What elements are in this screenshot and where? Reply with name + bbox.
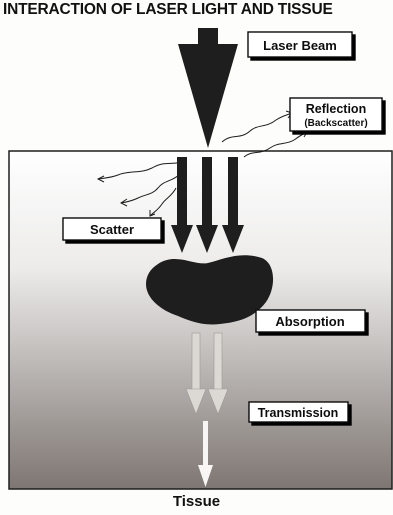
label-backscatter-text: (Backscatter) <box>304 118 367 129</box>
label-absorption-text: Absorption <box>275 314 344 329</box>
label-scatter: Scatter <box>63 218 161 240</box>
label-transmission-text: Transmission <box>258 406 339 420</box>
label-laser-beam: Laser Beam <box>248 32 352 57</box>
incident-laser-arrow <box>178 28 238 148</box>
label-absorption: Absorption <box>256 310 365 332</box>
tissue-caption: Tissue <box>0 493 393 510</box>
label-laser-beam-text: Laser Beam <box>263 38 337 53</box>
penetrating-beams <box>171 157 244 253</box>
label-reflection: Reflection (Backscatter) <box>290 98 382 131</box>
label-reflection-text: Reflection <box>306 102 366 116</box>
label-transmission: Transmission <box>249 402 348 422</box>
label-scatter-text: Scatter <box>90 222 134 237</box>
